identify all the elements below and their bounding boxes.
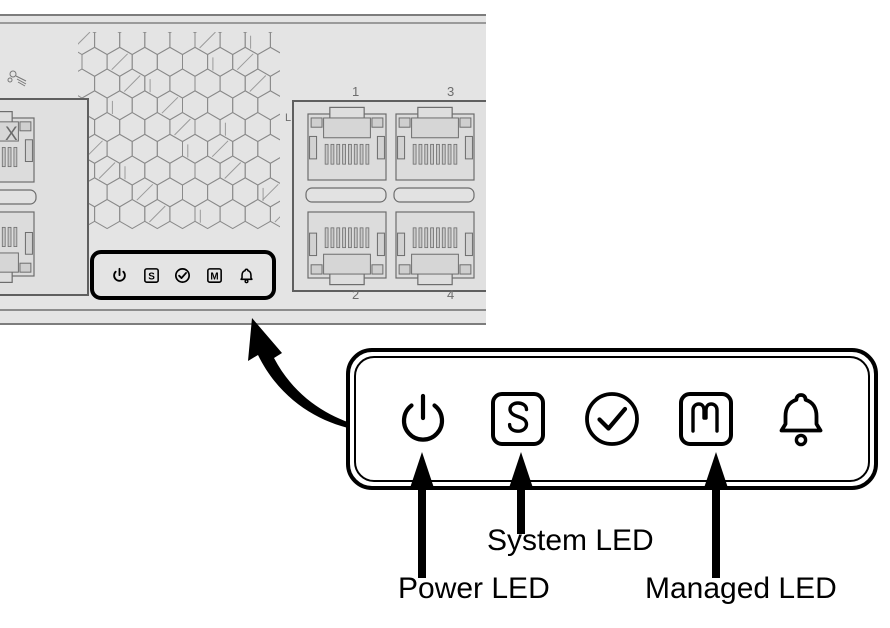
honeycomb-vent-grille — [78, 32, 280, 244]
device-front-panel-illustration: X L 1 3 2 4 S M — [0, 14, 486, 325]
svg-text:S: S — [148, 271, 155, 282]
pointer-arrow-managed — [703, 452, 729, 578]
managed-m-icon — [679, 392, 734, 446]
led-icon-row — [350, 352, 874, 486]
left-block-marker: X — [5, 124, 18, 145]
system-s-icon — [490, 392, 545, 446]
label-managed-led: Managed LED — [645, 572, 837, 605]
device-top-rail — [0, 22, 486, 24]
port-number-3: 3 — [447, 84, 455, 99]
alert-bell-icon — [779, 393, 823, 447]
power-icon — [402, 393, 445, 442]
led-cell-managed — [671, 384, 741, 454]
system-s-icon: S — [143, 267, 159, 283]
led-cell-alert — [766, 384, 836, 454]
led-cell-status — [577, 384, 647, 454]
pointer-arrow-power — [409, 452, 435, 578]
label-system-led: System LED — [487, 524, 654, 557]
led-cell-system — [483, 384, 553, 454]
alert-bell-icon — [240, 267, 253, 283]
port-number-1: 1 — [352, 84, 360, 99]
port-number-2: 2 — [352, 287, 360, 302]
pointer-arrow-system — [508, 452, 534, 534]
power-icon — [113, 267, 127, 282]
led-panel-detail-view — [346, 348, 878, 490]
svg-text:M: M — [210, 271, 218, 282]
device-bottom-rail — [0, 309, 486, 311]
port-number-4: 4 — [447, 287, 455, 302]
corner-marking-icon — [7, 70, 27, 87]
status-check-icon — [175, 267, 191, 283]
device-led-strip: S M — [90, 250, 276, 300]
left-port-block — [0, 98, 90, 296]
managed-m-icon: M — [207, 267, 223, 283]
led-cell-power — [388, 384, 458, 454]
right-port-block — [292, 100, 486, 292]
label-power-led: Power LED — [398, 572, 550, 605]
callout-arrow-icon — [248, 318, 364, 430]
status-check-icon — [585, 392, 639, 446]
port-letter-label: L — [285, 112, 292, 124]
